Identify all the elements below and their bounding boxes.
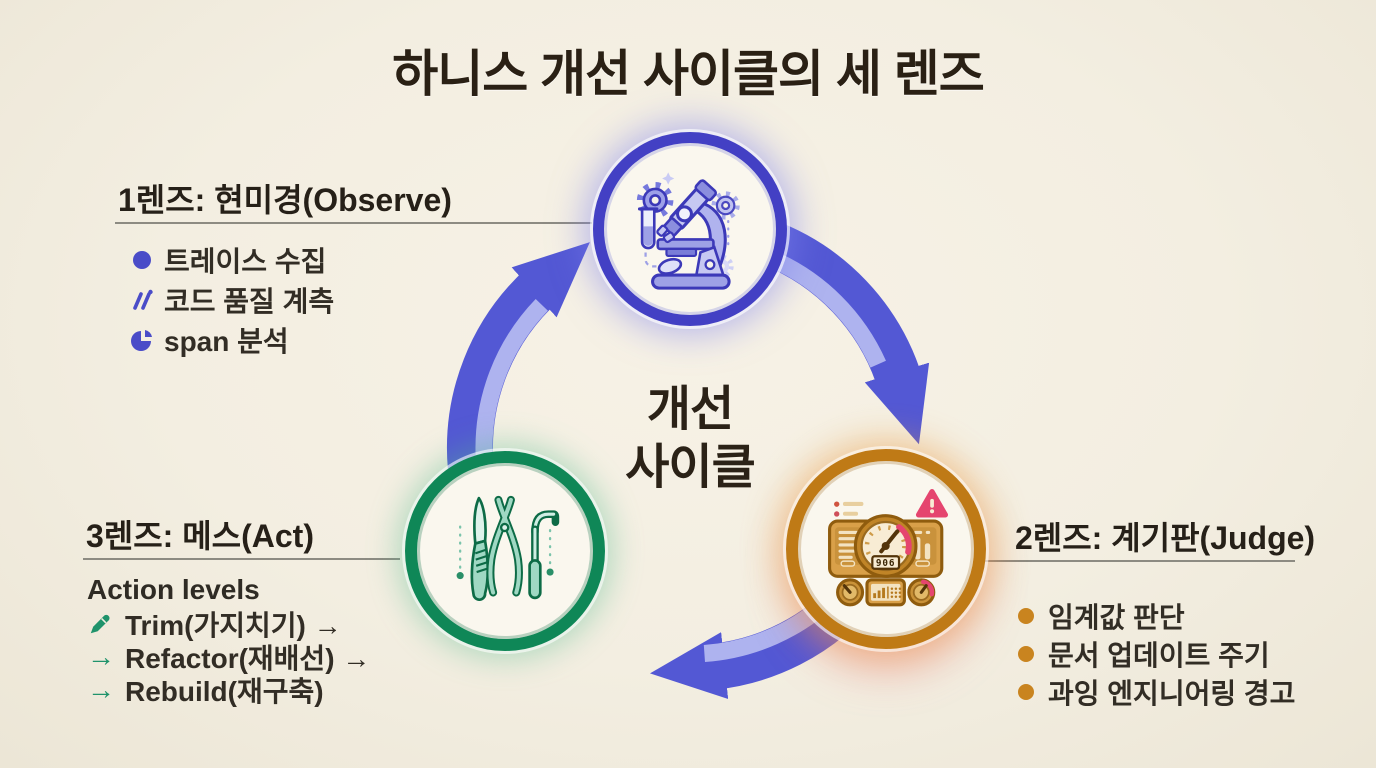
gauge-icon: 906: [854, 514, 918, 579]
circle-bullet-icon: [1018, 684, 1048, 700]
list-item: 임계값 판단: [1018, 597, 1295, 635]
arrow-marker: →: [87, 673, 115, 705]
dashboard-icon: 906: [828, 489, 949, 607]
judge-divider-line: [977, 560, 1295, 562]
act-section-title: 3렌즈: 메스(Act): [86, 518, 314, 554]
list-item-label: Rebuild(재구축): [125, 675, 324, 707]
mini-display: [865, 578, 907, 607]
pen-icon: [87, 611, 125, 637]
microscope-body: [651, 179, 731, 290]
cycle-label-line2: 사이클: [625, 440, 755, 494]
judge-section-title: 2렌즈: 계기판(Judge): [1015, 520, 1316, 556]
cycle-center-label: 개선 사이클: [565, 381, 815, 496]
cycle-label-line1: 개선: [646, 383, 734, 436]
list-item-label: 코드 품질 계측: [164, 286, 335, 317]
list-item: 과잉 엔지니어링 경고: [1018, 673, 1295, 711]
arrow-marker: →: [87, 640, 115, 672]
warning-icon: [916, 489, 949, 518]
slashes-icon: [130, 287, 164, 313]
list-item-label: span 분석: [164, 326, 289, 357]
observe-divider-line: [115, 222, 592, 224]
act-list: Action levels Trim(가지치기) → → Refactor(재배…: [87, 572, 370, 707]
gauge-value: 906: [876, 558, 896, 569]
knob-icon: [907, 578, 936, 607]
arrow-act-to-observe: [447, 242, 590, 470]
arrow-observe-to-judge: [756, 219, 930, 445]
list-item-label: Trim(가지치기) →: [125, 609, 342, 641]
microscope-icon: [636, 172, 740, 290]
act-subtitle: Action levels: [87, 573, 260, 605]
list-item: 코드 품질 계측: [130, 280, 334, 320]
scalpel-icon: [470, 497, 490, 602]
test-tube-icon: [638, 207, 669, 268]
list-item: Trim(가지치기) →: [87, 607, 370, 641]
list-item-label: 트레이스 수집: [164, 246, 327, 277]
list-item: 트레이스 수집: [130, 240, 334, 280]
circle-bullet-icon: [1018, 608, 1048, 624]
circle-bullet-icon: [130, 247, 164, 273]
observe-list: 트레이스 수집 코드 품질 계측 span 분석: [130, 240, 334, 360]
act-divider-line: [83, 558, 400, 560]
list-item: 문서 업데이트 주기: [1018, 635, 1295, 673]
observe-lens-circle: [593, 132, 787, 326]
list-item: span 분석: [130, 320, 334, 360]
list-item-label: Refactor(재배선) →: [125, 642, 371, 674]
list-item: → Refactor(재배선) →: [87, 640, 370, 674]
pie-chart-icon: [130, 327, 164, 353]
judge-lens-circle: 906: [786, 449, 986, 649]
observe-section-title: 1렌즈: 현미경(Observe): [118, 182, 452, 218]
knob-icon: [836, 578, 865, 607]
list-item-label: 문서 업데이트 주기: [1048, 640, 1270, 671]
list-item-label: 과잉 엔지니어링 경고: [1048, 678, 1296, 709]
hook-probe-icon: [528, 510, 560, 600]
circle-bullet-icon: [1018, 646, 1048, 662]
list-item-label: 임계값 판단: [1048, 602, 1185, 633]
page-title: 하니스 개선 사이클의 세 렌즈: [392, 46, 985, 102]
list-item: → Rebuild(재구축): [87, 673, 370, 707]
forceps-icon: [486, 496, 524, 597]
surgical-tools-icon: [456, 496, 560, 602]
judge-list: 임계값 판단 문서 업데이트 주기 과잉 엔지니어링 경고: [1018, 597, 1295, 711]
